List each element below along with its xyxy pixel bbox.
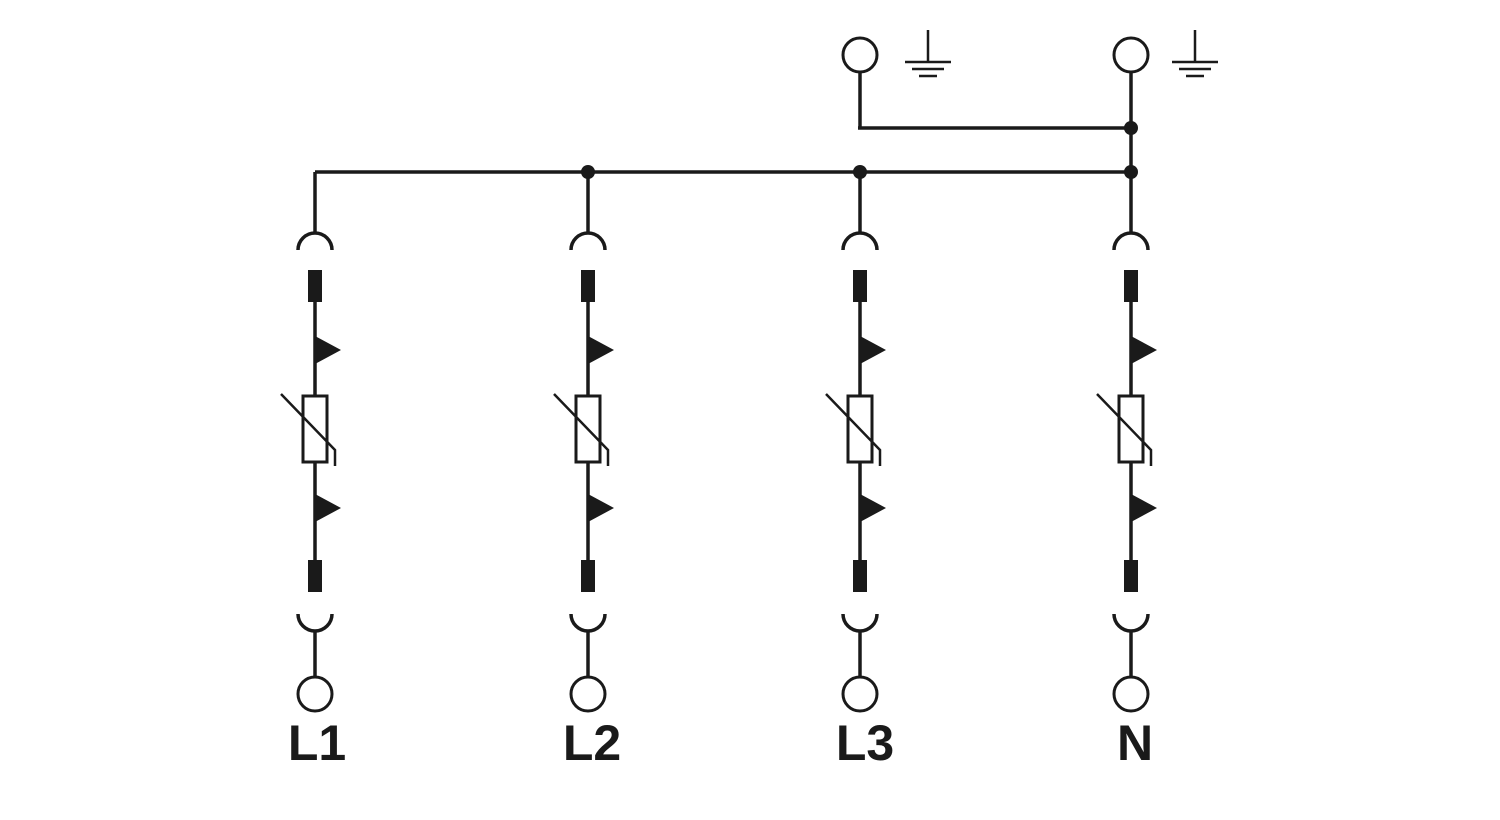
contact-lower [569,613,607,633]
varistor-slash [825,393,882,466]
contact-upper [569,231,607,251]
plug-block-lower [853,560,867,592]
contact-upper [841,231,879,251]
spark-gap-lower [860,494,886,522]
plug-block-upper [1124,270,1138,302]
branch-l1: L1 [280,172,346,771]
terminal-n [1112,675,1150,713]
branches: L1 L2 L3 N [280,172,1157,771]
branch-l2: L2 [553,172,621,771]
contact-lower [1112,613,1150,633]
ground-icon [905,30,951,78]
spark-gap-upper [860,336,886,364]
spark-gap-upper [588,336,614,364]
earth-bus [858,72,1138,172]
branch-label: L1 [288,715,346,771]
branch-n: N [1096,172,1157,771]
varistor-slash [553,393,610,466]
plug-block-upper [308,270,322,302]
ground-icon [1172,30,1218,78]
branch-l3: L3 [825,172,894,771]
plug-block-lower [1124,560,1138,592]
contact-upper [296,231,334,251]
spark-gap-lower [315,494,341,522]
branch-label: L3 [836,715,894,771]
branch-label: L2 [563,715,621,771]
spark-gap-lower [1131,494,1157,522]
plug-block-lower [308,560,322,592]
earth-terminal-left [841,30,951,78]
spark-gap-upper [1131,336,1157,364]
terminal-l3 [841,675,879,713]
spark-gap-lower [588,494,614,522]
terminal-l1 [296,675,334,713]
terminal-l2 [569,675,607,713]
contact-upper [1112,231,1150,251]
contact-lower [841,613,879,633]
common-bus [315,165,1138,179]
branch-label: N [1117,715,1153,771]
varistor-slash [1096,393,1153,466]
spark-gap-upper [315,336,341,364]
junction-dot [1124,121,1138,135]
contact-lower [296,613,334,633]
earth-terminal-right [1112,30,1218,78]
plug-block-lower [581,560,595,592]
plug-block-upper [853,270,867,302]
varistor-slash [280,393,337,466]
plug-block-upper [581,270,595,302]
